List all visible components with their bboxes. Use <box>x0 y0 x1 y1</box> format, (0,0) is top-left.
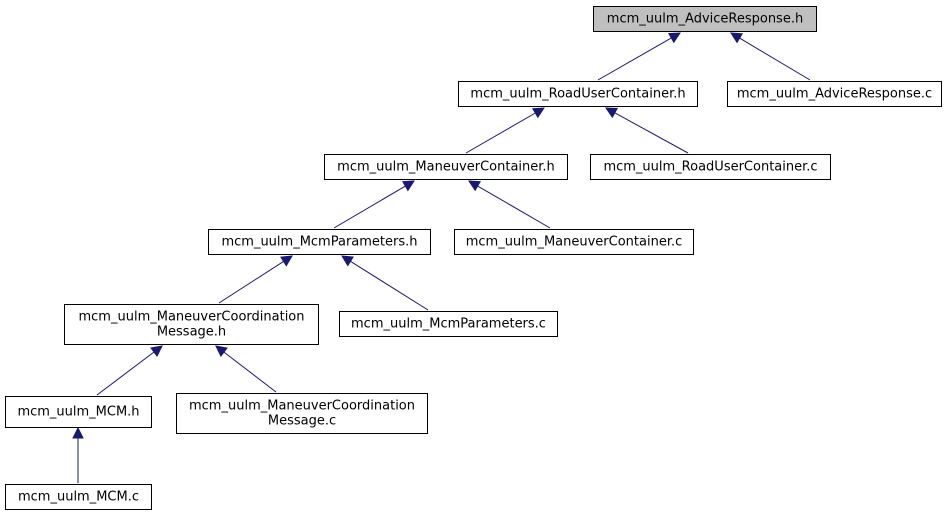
node-box[interactable] <box>5 396 152 428</box>
arrowhead-roaduser_h-to-advice_h <box>668 32 681 44</box>
node-maneuver_c[interactable]: mcm_uulm_ManeuverContainer.c <box>454 229 694 255</box>
arrowhead-maneuver_h-to-roaduser_h <box>532 107 545 119</box>
arrowhead-mcmsg_h-to-mcmparams_h <box>280 255 293 267</box>
node-label: Message.h <box>157 325 226 340</box>
node-label: mcm_uulm_RoadUserContainer.h <box>470 87 685 102</box>
node-box[interactable] <box>5 484 152 510</box>
arrowhead-mcmparams_h-to-maneuver_h <box>402 180 415 192</box>
edge-mcmsg_c-to-mcmsg_h <box>223 351 277 393</box>
node-mcm_c[interactable]: mcm_uulm_MCM.c <box>5 484 152 510</box>
node-label: mcm_uulm_MCM.c <box>18 490 139 505</box>
node-advice_c[interactable]: mcm_uulm_AdviceResponse.c <box>727 81 942 107</box>
node-box[interactable] <box>339 311 558 337</box>
node-box[interactable] <box>590 154 831 180</box>
node-box[interactable] <box>458 81 698 107</box>
arrowhead-mcmsg_c-to-mcmsg_h <box>215 345 228 357</box>
arrowhead-mcm_c-to-mcm_h <box>72 426 84 439</box>
node-label: mcm_uulm_MCM.h <box>17 405 139 420</box>
edge-mcmsg_h-to-mcmparams_h <box>218 260 284 304</box>
edge-roaduser_c-to-roaduser_h <box>614 112 689 154</box>
node-box[interactable] <box>727 81 942 107</box>
node-label: mcm_uulm_AdviceResponse.h <box>607 12 803 27</box>
node-box[interactable] <box>454 229 694 255</box>
edge-mcmparams_c-to-mcmparams_h <box>350 260 429 311</box>
arrowhead-maneuver_c-to-maneuver_h <box>468 180 481 192</box>
node-label: mcm_uulm_McmParameters.c <box>351 317 546 332</box>
node-box[interactable] <box>324 154 568 180</box>
node-maneuver_h[interactable]: mcm_uulm_ManeuverContainer.h <box>324 154 568 180</box>
node-advice_h[interactable]: mcm_uulm_AdviceResponse.h <box>593 6 817 32</box>
arrowhead-mcm_h-to-mcmsg_h <box>150 345 163 357</box>
node-mcmparams_c[interactable]: mcm_uulm_McmParameters.c <box>339 311 558 337</box>
arrowhead-mcmparams_c-to-mcmparams_h <box>341 255 354 267</box>
edge-maneuver_c-to-maneuver_h <box>477 185 551 229</box>
graph-edges <box>72 32 811 483</box>
node-label: mcm_uulm_ManeuverCoordination <box>79 310 305 325</box>
arrowhead-advice_c-to-advice_h <box>730 32 743 44</box>
node-box[interactable] <box>64 304 319 345</box>
node-label: Message.c <box>268 414 336 429</box>
node-box[interactable] <box>593 6 817 32</box>
node-label: mcm_uulm_ManeuverCoordination <box>189 399 415 414</box>
node-label: mcm_uulm_ManeuverContainer.c <box>466 235 683 250</box>
node-box[interactable] <box>208 229 431 255</box>
node-roaduser_c[interactable]: mcm_uulm_RoadUserContainer.c <box>590 154 831 180</box>
node-label: mcm_uulm_ManeuverContainer.h <box>337 160 555 175</box>
node-label: mcm_uulm_McmParameters.h <box>221 235 417 250</box>
node-label: mcm_uulm_RoadUserContainer.c <box>603 160 817 175</box>
arrowhead-roaduser_c-to-roaduser_h <box>605 107 618 119</box>
edge-mcm_h-to-mcmsg_h <box>96 351 155 396</box>
node-box[interactable] <box>176 393 428 434</box>
node-roaduser_h[interactable]: mcm_uulm_RoadUserContainer.h <box>458 81 698 107</box>
node-mcmparams_h[interactable]: mcm_uulm_McmParameters.h <box>208 229 431 255</box>
edge-maneuver_h-to-roaduser_h <box>465 112 536 154</box>
node-label: mcm_uulm_AdviceResponse.c <box>737 87 932 102</box>
edge-roaduser_h-to-advice_h <box>597 37 672 81</box>
edge-advice_c-to-advice_h <box>739 37 811 81</box>
edge-mcmparams_h-to-maneuver_h <box>333 185 406 229</box>
graph-nodes: mcm_uulm_AdviceResponse.h mcm_uulm_RoadUs… <box>5 6 942 510</box>
node-mcm_h[interactable]: mcm_uulm_MCM.h <box>5 396 152 428</box>
